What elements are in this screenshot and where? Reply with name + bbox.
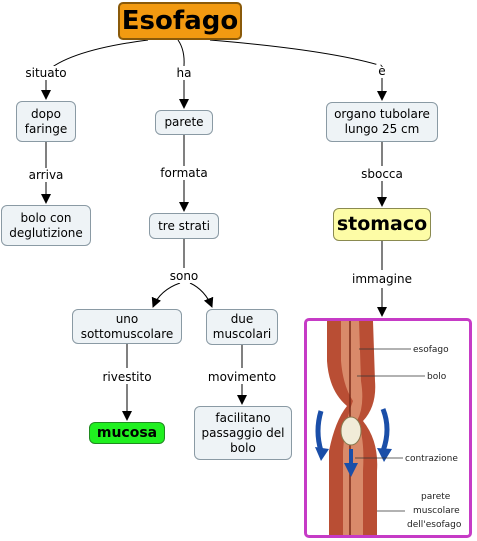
concept-tre-strati-label: tre strati xyxy=(158,218,210,233)
img-label-esofago: esofago xyxy=(413,345,449,355)
img-label-dell-esofago: dell'esofago xyxy=(407,520,462,530)
concept-uno-sottomuscolare-label: uno sottomuscolare xyxy=(80,311,174,341)
concept-esofago-label: Esofago xyxy=(121,6,239,36)
concept-stomaco[interactable]: stomaco xyxy=(333,208,431,241)
concept-bolo-deglutizione[interactable]: bolo con deglutizione xyxy=(1,205,91,246)
concept-dopo-faringe-label: dopo faringe xyxy=(24,106,68,136)
link-label-formata: formata xyxy=(158,166,210,180)
link-label-movimento: movimento xyxy=(205,370,279,384)
link-label-sono: sono xyxy=(167,269,201,283)
link-label-e: è xyxy=(376,64,388,78)
concept-facilitano-passaggio-label: facilitano passaggio del bolo xyxy=(201,410,285,455)
concept-parete-label: parete xyxy=(164,115,204,129)
concept-organo-tubolare-label: organo tubolare lungo 25 cm xyxy=(334,107,430,136)
img-label-muscolare: muscolare xyxy=(413,506,460,516)
img-label-bolo: bolo xyxy=(427,372,447,382)
img-label-contrazione: contrazione xyxy=(405,454,458,464)
concept-stomaco-label: stomaco xyxy=(336,213,428,235)
link-label-sbocca: sbocca xyxy=(359,167,405,181)
concept-due-muscolari-label: due muscolari xyxy=(212,312,272,341)
link-label-immagine: immagine xyxy=(349,272,415,286)
concept-dopo-faringe[interactable]: dopo faringe xyxy=(16,101,76,142)
link-label-arriva: arriva xyxy=(26,168,66,182)
concept-esofago[interactable]: Esofago xyxy=(118,2,242,40)
link-label-ha: ha xyxy=(174,66,194,80)
img-label-parete: parete xyxy=(421,492,451,502)
concept-due-muscolari[interactable]: due muscolari xyxy=(206,309,278,345)
concept-mucosa[interactable]: mucosa xyxy=(89,422,165,444)
concept-uno-sottomuscolare[interactable]: uno sottomuscolare xyxy=(72,309,182,344)
concept-facilitano-passaggio[interactable]: facilitano passaggio del bolo xyxy=(194,406,292,460)
esophagus-drawing: esofago bolo contrazione parete muscolar… xyxy=(315,321,462,535)
esophagus-illustration[interactable]: esofago bolo contrazione parete muscolar… xyxy=(304,318,472,538)
link-label-rivestito: rivestito xyxy=(100,370,154,384)
link-label-situato: situato xyxy=(23,66,69,80)
concept-mucosa-label: mucosa xyxy=(96,424,158,441)
concept-tre-strati[interactable]: tre strati xyxy=(149,213,219,239)
concept-bolo-deglutizione-label: bolo con deglutizione xyxy=(9,210,83,240)
concept-parete[interactable]: parete xyxy=(155,110,213,135)
concept-organo-tubolare[interactable]: organo tubolare lungo 25 cm xyxy=(326,102,438,142)
